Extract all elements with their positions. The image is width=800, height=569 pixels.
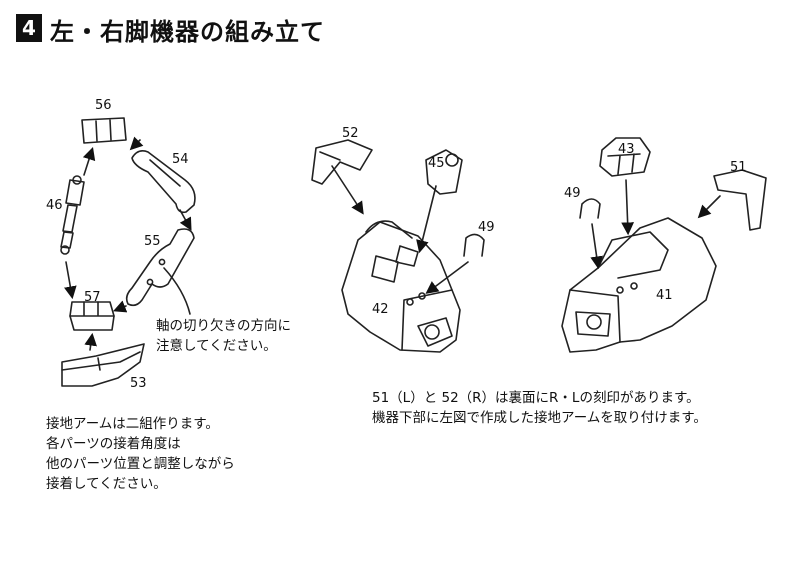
part-52-drawing xyxy=(311,139,373,185)
step-title: 左・右脚機器の組み立て xyxy=(50,18,325,46)
part-53-drawing xyxy=(61,343,145,387)
part-42-drawing xyxy=(341,220,461,353)
note-cutout-direction: 軸の切り欠きの方向に 注意してください。 xyxy=(156,316,291,356)
part-label-46: 46 xyxy=(46,198,63,213)
part-label-55: 55 xyxy=(144,234,161,249)
part-label-45: 45 xyxy=(428,156,445,171)
part-label-52: 52 xyxy=(342,126,359,141)
note-line: 接着してください。 xyxy=(46,476,167,492)
part-label-51: 51 xyxy=(730,160,747,175)
note-line: 注意してください。 xyxy=(156,338,277,354)
note-line: 接地アームは二組作ります。 xyxy=(46,416,219,432)
note-line: 各パーツの接着角度は xyxy=(46,436,181,452)
note-line: 他のパーツ位置と調整しながら xyxy=(46,456,235,472)
note-line: 軸の切り欠きの方向に xyxy=(156,318,291,334)
part-label-41: 41 xyxy=(656,288,673,303)
part-55-drawing xyxy=(125,228,195,307)
part-56-drawing xyxy=(81,117,127,144)
part-label-56: 56 xyxy=(95,98,112,113)
part-label-49b: 49 xyxy=(564,186,581,201)
part-label-42: 42 xyxy=(372,302,389,317)
part-label-54: 54 xyxy=(172,152,189,167)
note-ground-arm: 接地アームは二組作ります。 各パーツの接着角度は 他のパーツ位置と調整しながら … xyxy=(46,414,235,494)
part-45-drawing xyxy=(425,149,463,195)
part-label-49a: 49 xyxy=(478,220,495,235)
part-49b-drawing xyxy=(579,198,601,219)
part-54-drawing xyxy=(131,150,196,214)
note-line: 51（L）と 52（R）は裏面にR・Lの刻印があります。 xyxy=(372,390,700,406)
part-46-drawing xyxy=(60,175,85,255)
part-43-drawing xyxy=(599,137,651,177)
step-number-badge: 4 xyxy=(16,14,42,42)
part-label-57: 57 xyxy=(84,290,101,305)
part-49a-drawing xyxy=(463,233,485,257)
part-51-drawing xyxy=(713,169,767,231)
part-57-drawing xyxy=(69,301,115,331)
part-label-53: 53 xyxy=(130,376,147,391)
part-41-drawing xyxy=(561,217,717,353)
note-line: 機器下部に左図で作成した接地アームを取り付けます。 xyxy=(372,410,707,426)
note-engraving: 51（L）と 52（R）は裏面にR・Lの刻印があります。 機器下部に左図で作成し… xyxy=(372,388,707,428)
part-label-43: 43 xyxy=(618,142,635,157)
